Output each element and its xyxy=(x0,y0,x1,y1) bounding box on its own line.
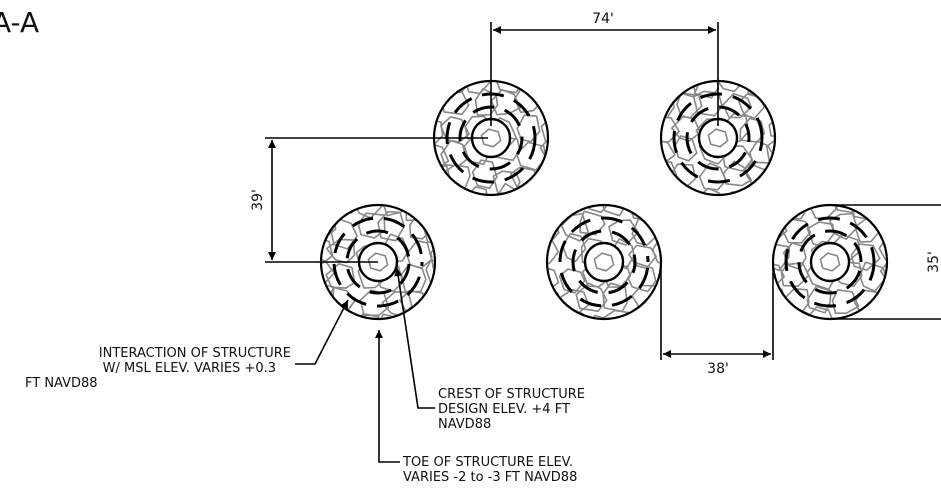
callout-crest-line-3: NAVD88 xyxy=(438,417,491,432)
dimension-38: 38' xyxy=(660,262,774,377)
contour-ring-inner xyxy=(571,229,637,295)
callout-crest-line-1: CREST OF STRUCTURE xyxy=(438,387,585,402)
structure-bottom-left xyxy=(319,203,437,321)
structures-group xyxy=(319,79,889,321)
callout-toe-line-1: TOE OF STRUCTURE ELEV. xyxy=(402,455,573,470)
dimension-39: 39' xyxy=(250,137,488,263)
crest-stone xyxy=(480,128,502,148)
contour-ring-outer xyxy=(332,216,424,308)
dimension-label-38: 38' xyxy=(707,361,729,377)
callout-toe-line-2: VARIES -2 to -3 FT NAVD88 xyxy=(403,470,577,485)
callout-msl-line-2: W/ MSL ELEV. VARIES +0.3 xyxy=(103,361,276,376)
callout-msl-interaction: INTERACTION OF STRUCTURE W/ MSL ELEV. VA… xyxy=(25,299,349,391)
structure-top-right xyxy=(659,79,777,197)
callout-toe: TOE OF STRUCTURE ELEV. VARIES -2 to -3 F… xyxy=(375,330,577,485)
contour-ring-outer xyxy=(784,216,876,308)
structure-crest-circle xyxy=(583,241,625,283)
crest-stone xyxy=(707,128,729,148)
callout-msl-line-1: INTERACTION OF STRUCTURE xyxy=(99,346,291,361)
crest-stone xyxy=(593,252,615,272)
contour-ring-inner xyxy=(797,229,863,295)
dimension-35: 35' xyxy=(830,204,941,320)
dimension-label-39: 39' xyxy=(250,189,266,211)
callout-crest-line-2: DESIGN ELEV. +4 FT xyxy=(438,402,570,417)
section-title: A-A xyxy=(0,6,39,39)
callout-crest: CREST OF STRUCTURE DESIGN ELEV. +4 FT NA… xyxy=(394,267,585,432)
crest-stone xyxy=(367,252,389,272)
structure-crest-circle xyxy=(809,241,851,283)
contour-ring-inner xyxy=(685,105,751,171)
dimension-label-35: 35' xyxy=(926,251,941,273)
callout-msl-line-3: FT NAVD88 xyxy=(25,376,98,391)
contour-ring-outer xyxy=(558,216,650,308)
crest-stone xyxy=(819,252,841,272)
contour-ring-inner xyxy=(345,229,411,295)
dimension-label-74: 74' xyxy=(592,11,614,27)
dimension-74: 74' xyxy=(490,11,719,126)
structure-bottom-right xyxy=(771,203,889,321)
structure-bottom-middle xyxy=(545,203,663,321)
structure-top-left xyxy=(432,79,550,197)
